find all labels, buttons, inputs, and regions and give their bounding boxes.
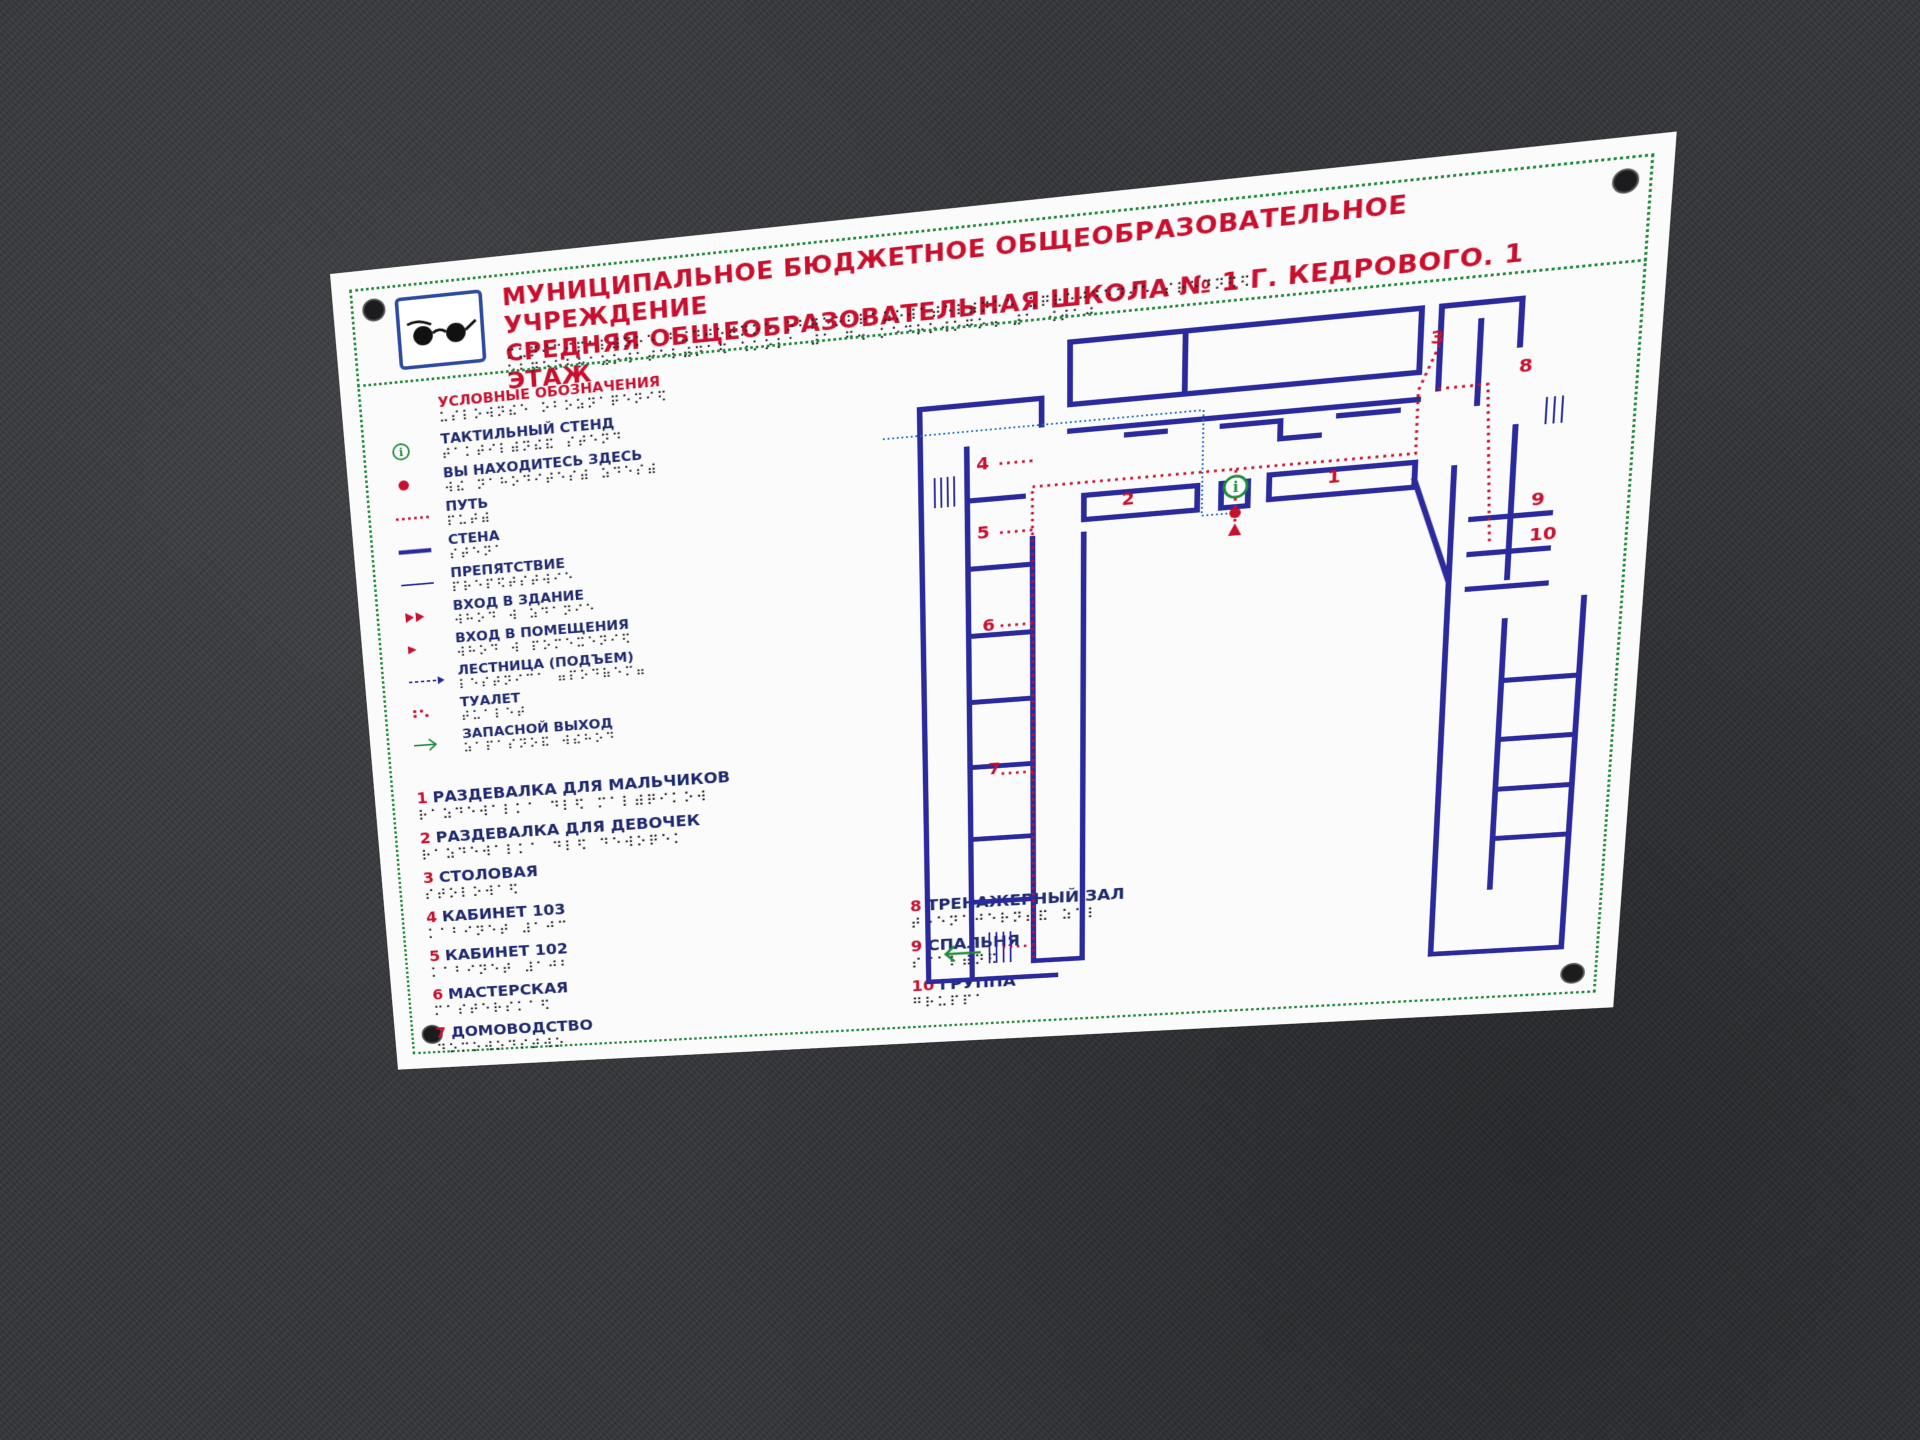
floor-plan: i 1 2 3 4 5 6 7 8 9 10 (881, 270, 1626, 999)
svg-text:i: i (398, 445, 404, 459)
tactile-floor-plan-sign: МУНИЦИПАЛЬНОЕ БЮДЖЕТНОЕ ОБЩЕОБРАЗОВАТЕЛЬ… (330, 131, 1677, 1070)
room-label-8: 8 (1518, 355, 1533, 378)
path-icon (394, 508, 438, 528)
room-braille: ⠎⠞⠕⠇⠕⠺⠁⠫ (423, 882, 521, 904)
stairs-icon (407, 671, 451, 690)
room-number: 3 (422, 869, 435, 888)
building-entrance-icon (1227, 522, 1242, 537)
visually-impaired-icon (394, 289, 487, 371)
room-label-6: 6 (982, 615, 995, 636)
room-number: 7 (434, 1024, 447, 1042)
room-entrance-icon (404, 639, 448, 658)
toilet-icon (409, 703, 452, 722)
room-number: 4 (425, 909, 438, 927)
floor-plan-walls (919, 291, 1604, 982)
room-number: 5 (428, 948, 441, 966)
wall-icon (396, 541, 440, 561)
obstacle-icon (399, 574, 443, 594)
emergency-exit-icon (412, 735, 455, 754)
legend-item: i ТАКТИЛЬНЫЙ СТЕНД ⠞⠁⠅⠞⠊⠇⠾⠝⠮⠯ ⠎⠞⠑⠝⠙ (388, 392, 855, 470)
emergency-exit-icon (946, 945, 981, 962)
info-mark-text: i (1233, 480, 1240, 496)
legend-braille: ⠏⠥⠞⠾ (446, 510, 493, 530)
room-number: 2 (419, 829, 432, 848)
you-are-here-icon (391, 474, 436, 495)
building-entrance-icon (402, 607, 446, 627)
room-label-10: 10 (1528, 523, 1557, 546)
room-label-2: 2 (1121, 488, 1134, 510)
info-icon: i (388, 440, 433, 461)
room-label-7: 7 (988, 759, 1001, 779)
room-label-9: 9 (1530, 489, 1545, 511)
you-are-here-leader (883, 407, 1233, 542)
room-number: 1 (415, 789, 429, 808)
room-label-5: 5 (977, 522, 990, 543)
room-label-3: 3 (1430, 326, 1445, 349)
room-number: 6 (431, 986, 444, 1004)
room-label-4: 4 (976, 453, 989, 475)
legend: УСЛОВНЫЕ ОБОЗНАЧЕНИЯ ⠥⠎⠇⠕⠺⠝⠮⠑ ⠕⠃⠕⠵⠝⠁⠟⠑⠝⠊… (385, 354, 863, 762)
room-label-1: 1 (1327, 466, 1341, 488)
